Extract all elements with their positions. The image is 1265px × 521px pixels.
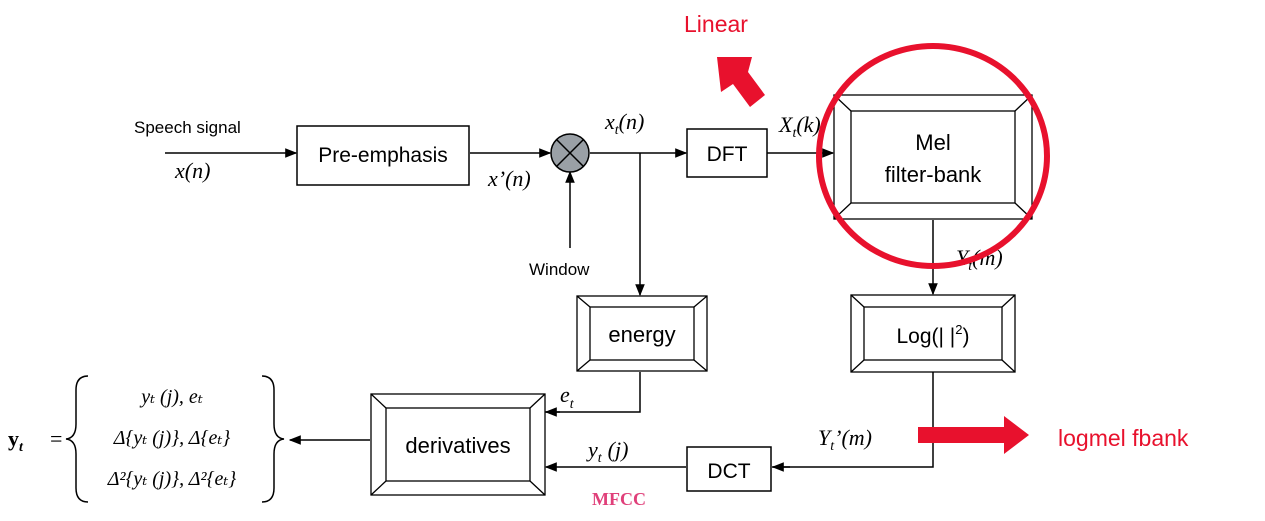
formula-row-2: Δ{yₜ (j)}, Δ{eₜ} [113, 427, 231, 449]
x-n-label: x(n) [174, 158, 210, 183]
linear-arrow-icon [717, 57, 765, 107]
block-pre-emphasis: Pre-emphasis [296, 125, 470, 186]
block-energy: energy [576, 295, 708, 372]
dct-label: DCT [707, 460, 750, 483]
line-log-to-dct [772, 372, 934, 468]
linear-label: Linear [684, 11, 748, 37]
mfcc-label: MFCC [592, 489, 646, 509]
energy-label: energy [608, 322, 675, 347]
Xt-k-label: Xt(k) [778, 112, 821, 141]
block-dft: DFT [686, 128, 768, 178]
x-prime-n-label: x’(n) [487, 166, 531, 191]
mel-label-line1: Mel [915, 130, 950, 155]
block-mel-filter-bank: Mel filter-bank [833, 94, 1033, 220]
formula-left-brace [65, 375, 89, 503]
xt-n-label: xt(n) [604, 109, 644, 138]
arrow-energy-to-derivatives [544, 372, 641, 413]
formula-row-1: yₜ (j), eₜ [139, 386, 203, 408]
multiplier-icon [550, 133, 590, 173]
derivatives-label: derivatives [405, 433, 510, 458]
formula-eq: = [50, 426, 62, 451]
formula-row-3: Δ²{yₜ (j)}, Δ²{eₜ} [107, 468, 237, 490]
logmel-arrow-icon [918, 416, 1029, 454]
pre-emphasis-label: Pre-emphasis [318, 144, 448, 167]
block-log: Log(| |2) [850, 294, 1016, 373]
speech-signal-label: Speech signal [134, 118, 241, 137]
mel-label-line2: filter-bank [885, 162, 983, 187]
logmel-fbank-label: logmel fbank [1058, 425, 1189, 451]
output-formula: yt = yₜ (j), eₜ Δ{yₜ (j)}, Δ{eₜ} Δ²{yₜ (… [8, 375, 285, 503]
dft-label: DFT [707, 143, 748, 166]
highlight-circle [816, 43, 1050, 269]
formula-right-brace [261, 375, 285, 503]
window-label: Window [529, 260, 590, 279]
block-derivatives: derivatives [370, 393, 546, 496]
log-label: Log(| |2) [896, 322, 969, 348]
yt-j-label: yt(j) [586, 437, 628, 466]
formula-lhs: yt [8, 426, 24, 455]
e-t-label: et [560, 382, 575, 412]
Ytp-m-label: Yt’(m) [818, 425, 872, 454]
block-dct: DCT [686, 446, 772, 492]
